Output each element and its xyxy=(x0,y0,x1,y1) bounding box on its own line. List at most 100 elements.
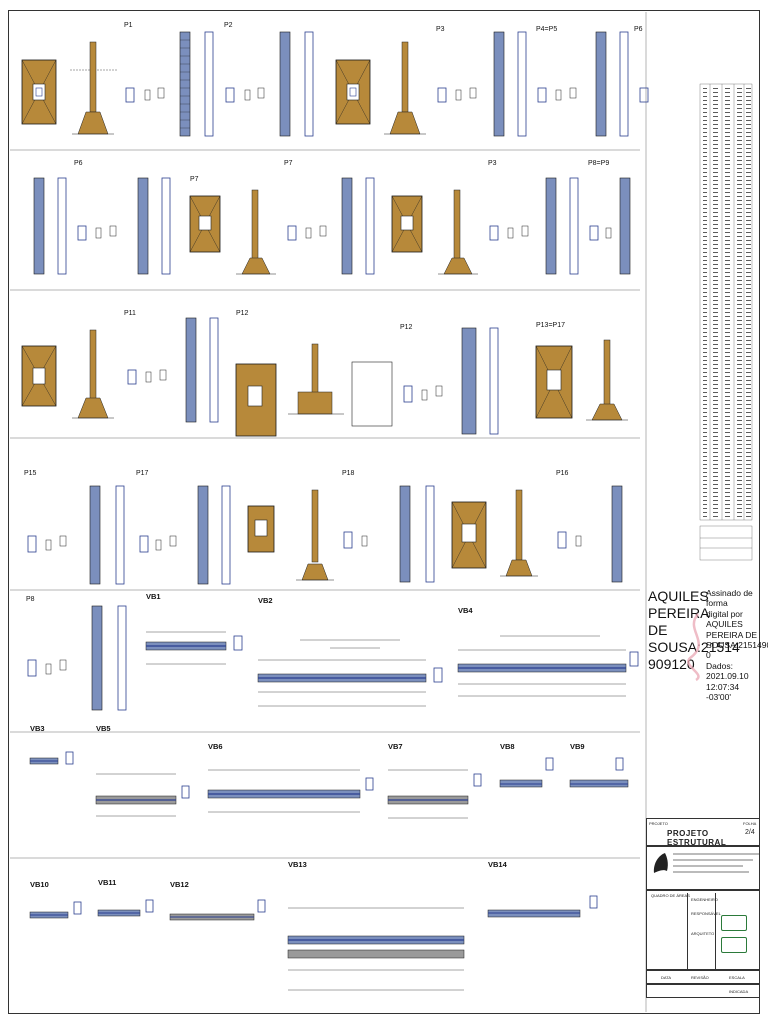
table-cell-mark xyxy=(713,100,718,101)
table-cell-mark xyxy=(725,96,730,97)
table-cell-mark xyxy=(737,296,742,297)
table-cell-mark xyxy=(703,348,707,349)
table-cell-mark xyxy=(713,208,718,209)
table-cell-mark xyxy=(713,332,718,333)
table-cell-mark xyxy=(746,96,751,97)
table-cell-mark xyxy=(713,216,718,217)
table-cell-mark xyxy=(725,452,730,453)
beam-label: VB2 xyxy=(258,596,273,605)
table-cell-mark xyxy=(703,168,707,169)
table-cell-mark xyxy=(713,240,718,241)
table-cell-mark xyxy=(737,276,742,277)
table-cell-mark xyxy=(725,112,730,113)
table-cell-mark xyxy=(725,308,730,309)
table-cell-mark xyxy=(725,100,730,101)
table-cell-mark xyxy=(746,184,751,185)
pillar-label: P15 xyxy=(24,470,37,477)
table-cell-mark xyxy=(703,148,707,149)
table-cell-mark xyxy=(713,432,718,433)
table-cell-mark xyxy=(746,132,751,133)
table-cell-mark xyxy=(703,292,707,293)
table-cell-mark xyxy=(713,464,718,465)
table-cell-mark xyxy=(737,408,742,409)
table-cell-mark xyxy=(713,508,718,509)
table-cell-mark xyxy=(737,512,742,513)
table-cell-mark xyxy=(737,280,742,281)
table-cell-mark xyxy=(713,172,718,173)
table-cell-mark xyxy=(746,292,751,293)
table-cell-mark xyxy=(703,444,707,445)
table-cell-mark xyxy=(737,144,742,145)
table-cell-mark xyxy=(713,396,718,397)
table-cell-mark xyxy=(746,372,751,373)
table-cell-mark xyxy=(737,264,742,265)
table-cell-mark xyxy=(746,224,751,225)
table-cell-mark xyxy=(703,436,707,437)
table-cell-mark xyxy=(725,292,730,293)
table-cell-mark xyxy=(703,144,707,145)
table-cell-mark xyxy=(725,436,730,437)
table-cell-mark xyxy=(713,148,718,149)
table-cell-mark xyxy=(703,240,707,241)
table-cell-mark xyxy=(737,508,742,509)
table-cell-mark xyxy=(713,220,718,221)
table-cell-mark xyxy=(737,352,742,353)
table-cell-mark xyxy=(746,212,751,213)
table-cell-mark xyxy=(713,92,718,93)
table-cell-mark xyxy=(713,368,718,369)
table-cell-mark xyxy=(703,124,707,125)
table-cell-mark xyxy=(725,464,730,465)
table-cell-mark xyxy=(713,392,718,393)
table-cell-mark xyxy=(746,364,751,365)
table-cell-mark xyxy=(746,496,751,497)
table-cell-mark xyxy=(725,92,730,93)
pillar-label: P8=P9 xyxy=(588,160,610,167)
table-cell-mark xyxy=(737,448,742,449)
table-cell-mark xyxy=(703,244,707,245)
table-cell-mark xyxy=(725,484,730,485)
table-cell-mark xyxy=(725,392,730,393)
table-cell-mark xyxy=(725,328,730,329)
table-cell-mark xyxy=(713,400,718,401)
table-cell-mark xyxy=(725,356,730,357)
table-cell-mark xyxy=(737,212,742,213)
table-cell-mark xyxy=(703,104,707,105)
table-cell-mark xyxy=(713,476,718,477)
table-cell-mark xyxy=(725,164,730,165)
table-cell-mark xyxy=(703,480,707,481)
table-cell-mark xyxy=(713,516,718,517)
beam-label: VB10 xyxy=(30,880,49,889)
table-cell-mark xyxy=(703,156,707,157)
pillar-label: P11 xyxy=(124,310,136,317)
table-cell-mark xyxy=(725,448,730,449)
table-cell-mark xyxy=(746,308,751,309)
table-cell-mark xyxy=(703,384,707,385)
table-cell-mark xyxy=(737,204,742,205)
table-cell-mark xyxy=(725,348,730,349)
table-cell-mark xyxy=(713,212,718,213)
table-cell-mark xyxy=(725,420,730,421)
table-cell-mark xyxy=(703,484,707,485)
table-cell-mark xyxy=(703,136,707,137)
pillar-label: P1 xyxy=(124,22,133,29)
table-cell-mark xyxy=(713,256,718,257)
table-cell-mark xyxy=(737,480,742,481)
table-cell-mark xyxy=(725,496,730,497)
table-cell-mark xyxy=(737,344,742,345)
table-cell-mark xyxy=(725,180,730,181)
table-cell-mark xyxy=(737,356,742,357)
table-cell-mark xyxy=(737,112,742,113)
beam-label: VB11 xyxy=(98,878,117,887)
table-cell-mark xyxy=(703,312,707,313)
table-cell-mark xyxy=(703,232,707,233)
table-cell-mark xyxy=(713,460,718,461)
table-cell-mark xyxy=(737,228,742,229)
table-cell-mark xyxy=(703,200,707,201)
table-cell-mark xyxy=(746,444,751,445)
table-cell-mark xyxy=(713,136,718,137)
table-cell-mark xyxy=(725,172,730,173)
table-cell-mark xyxy=(703,452,707,453)
table-cell-mark xyxy=(746,344,751,345)
table-cell-mark xyxy=(703,376,707,377)
table-cell-mark xyxy=(713,504,718,505)
